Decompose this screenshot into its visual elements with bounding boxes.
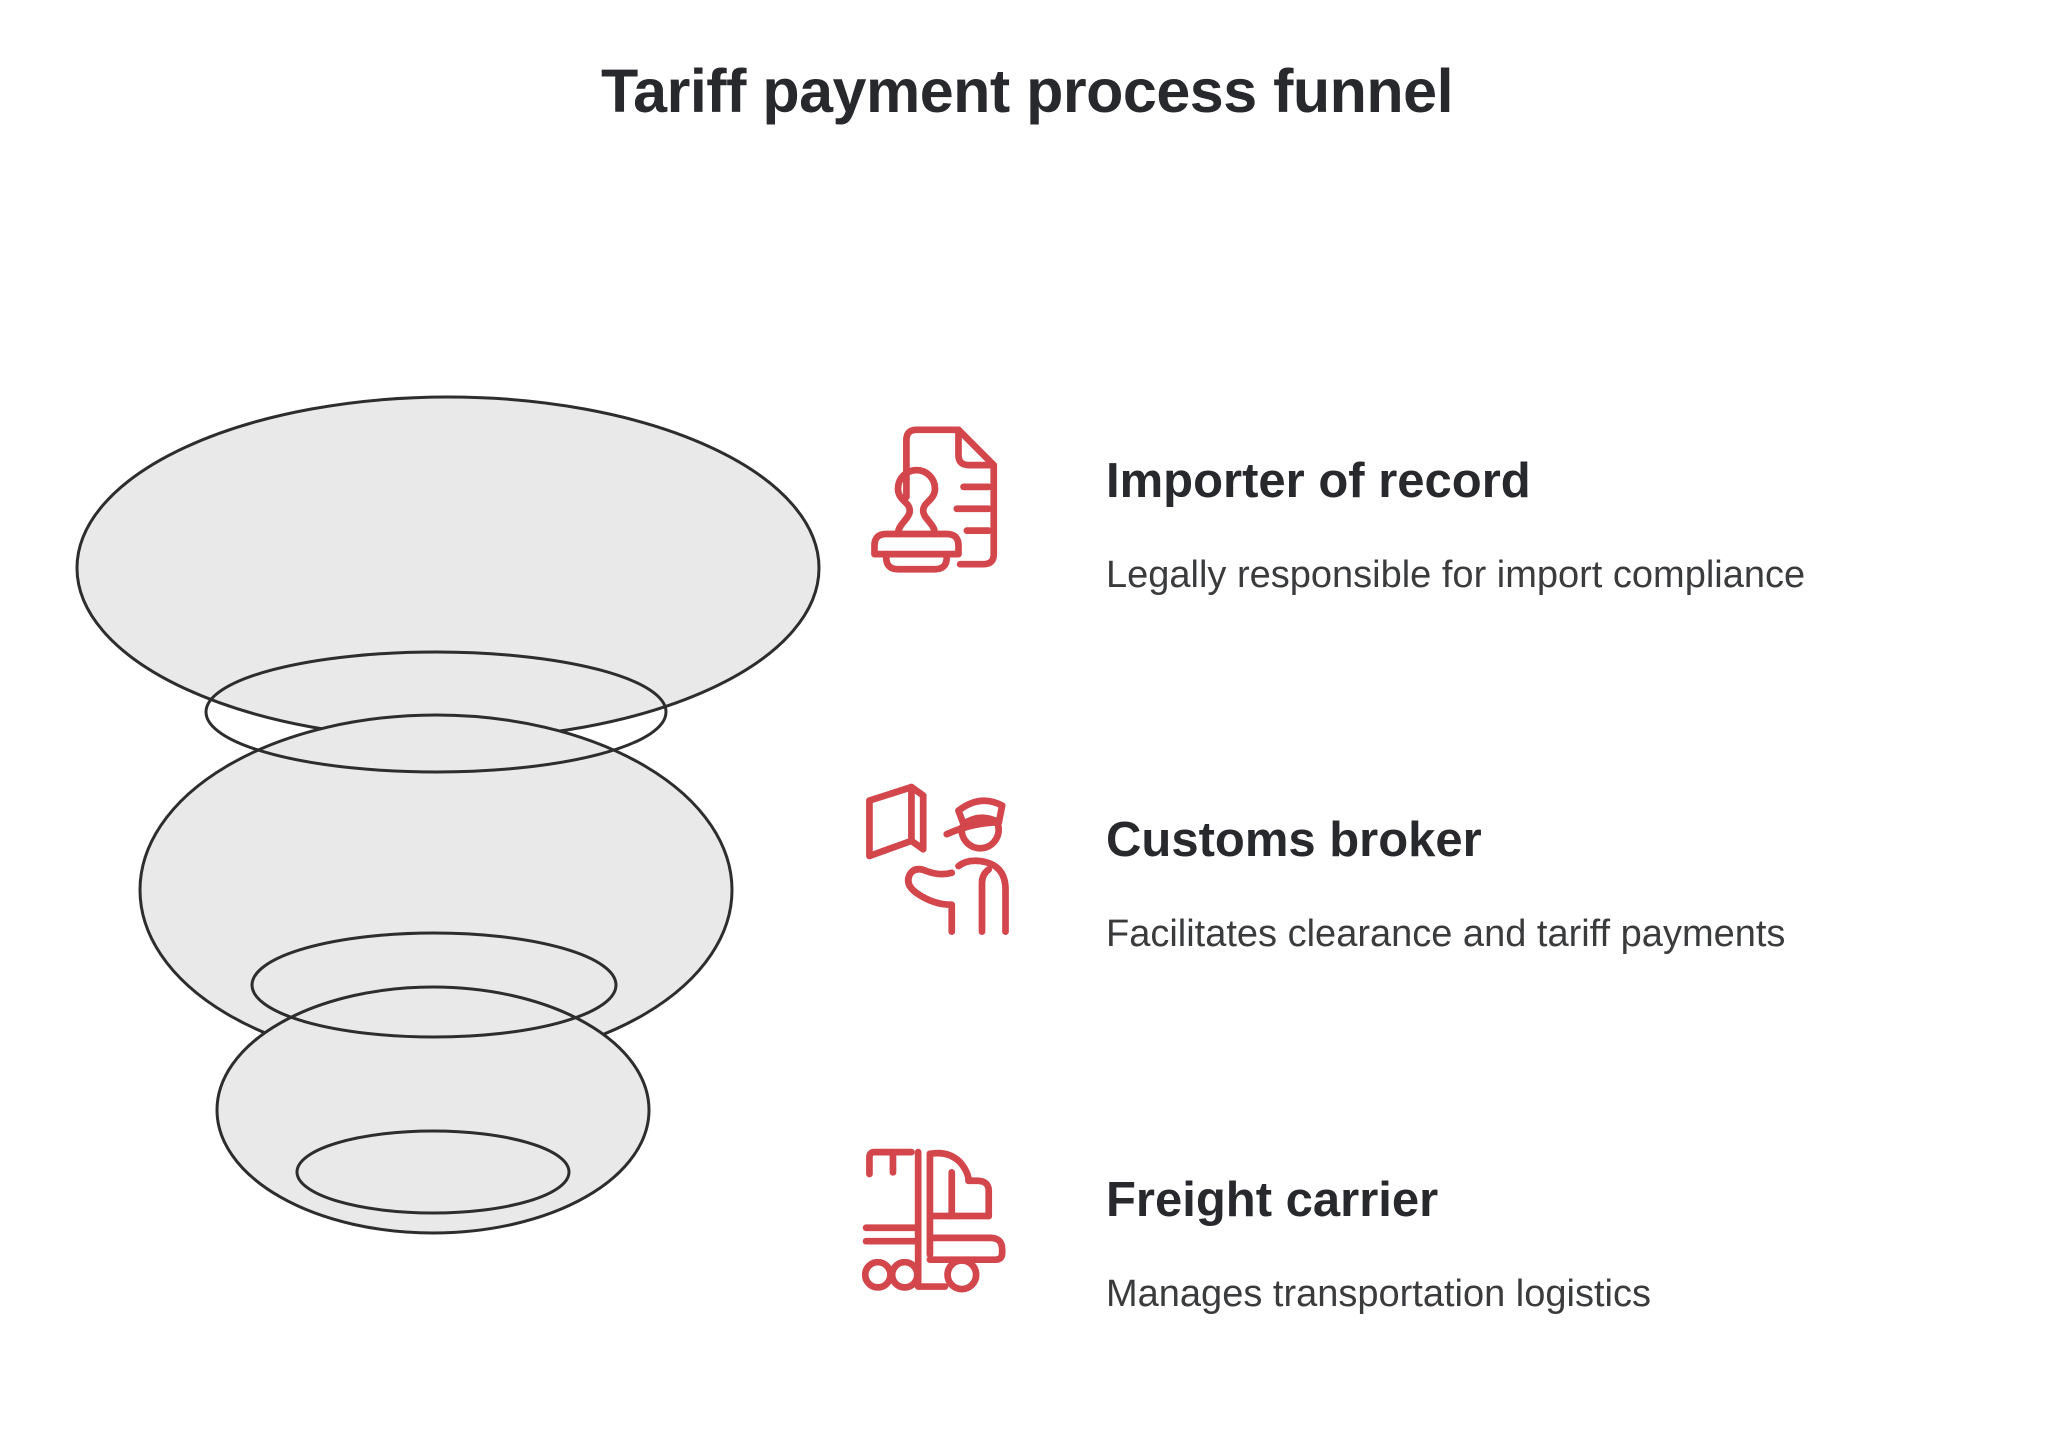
customs-officer-icon [856, 772, 1024, 940]
stage-text-block: Importer of record Legally responsible f… [1106, 413, 1805, 600]
stage-heading: Customs broker [1106, 813, 1482, 867]
stage-description: Facilitates clearance and tariff payment… [1106, 913, 1786, 956]
funnel-level-3-disc [215, 985, 651, 1235]
funnel-stage-row: Customs broker Facilitates clearance and… [856, 772, 1785, 959]
stage-heading: Freight carrier [1106, 1173, 1439, 1227]
funnel-level-1-disc [75, 395, 821, 741]
stage-description: Manages transportation logistics [1106, 1273, 1651, 1316]
funnel-stage-row: Importer of record Legally responsible f… [856, 413, 1805, 600]
funnel-level-2-opening [250, 931, 618, 1039]
funnel-level-3-opening [295, 1129, 571, 1215]
freight-truck-icon [856, 1132, 1024, 1300]
stage-text-block: Freight carrier Manages transportation l… [1106, 1132, 1651, 1319]
stage-text-block: Customs broker Facilitates clearance and… [1106, 772, 1785, 959]
stage-description: Legally responsible for import complianc… [1106, 554, 1806, 597]
page-title: Tariff payment process funnel [600, 57, 1454, 125]
stage-heading: Importer of record [1106, 454, 1531, 508]
stamp-document-icon [856, 413, 1024, 581]
funnel-stage-row: Freight carrier Manages transportation l… [856, 1132, 1651, 1319]
funnel-level-1-opening [204, 650, 668, 774]
